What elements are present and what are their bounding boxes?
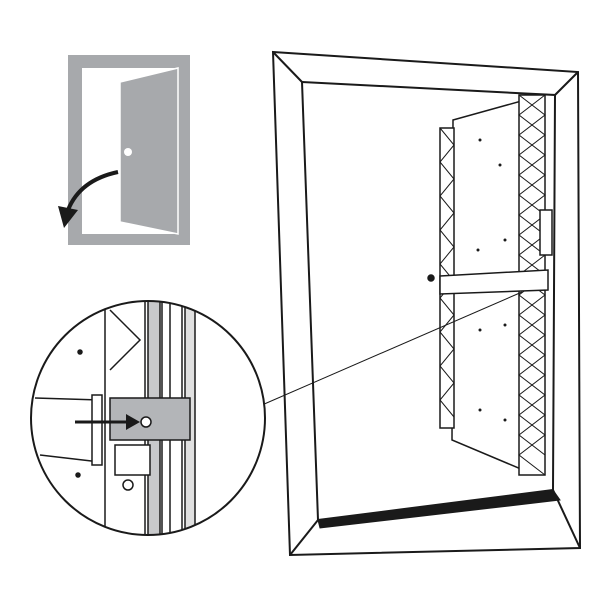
arrow-right-head-icon (126, 414, 140, 430)
detail-magnifier (30, 300, 266, 536)
latch-pin (427, 274, 435, 282)
icon-door-knob (124, 148, 132, 156)
curved-arrow-icon (66, 170, 119, 211)
magnifier-ring (30, 300, 266, 536)
callout-line (261, 291, 523, 406)
hinge-block (539, 209, 553, 256)
panel-rivets (476, 138, 507, 422)
door-panel (427, 94, 553, 476)
icon-door-leaf (119, 67, 179, 235)
door-open-icon (58, 55, 190, 245)
latch-bar (439, 269, 549, 295)
curved-arrow-head-icon (58, 206, 78, 228)
